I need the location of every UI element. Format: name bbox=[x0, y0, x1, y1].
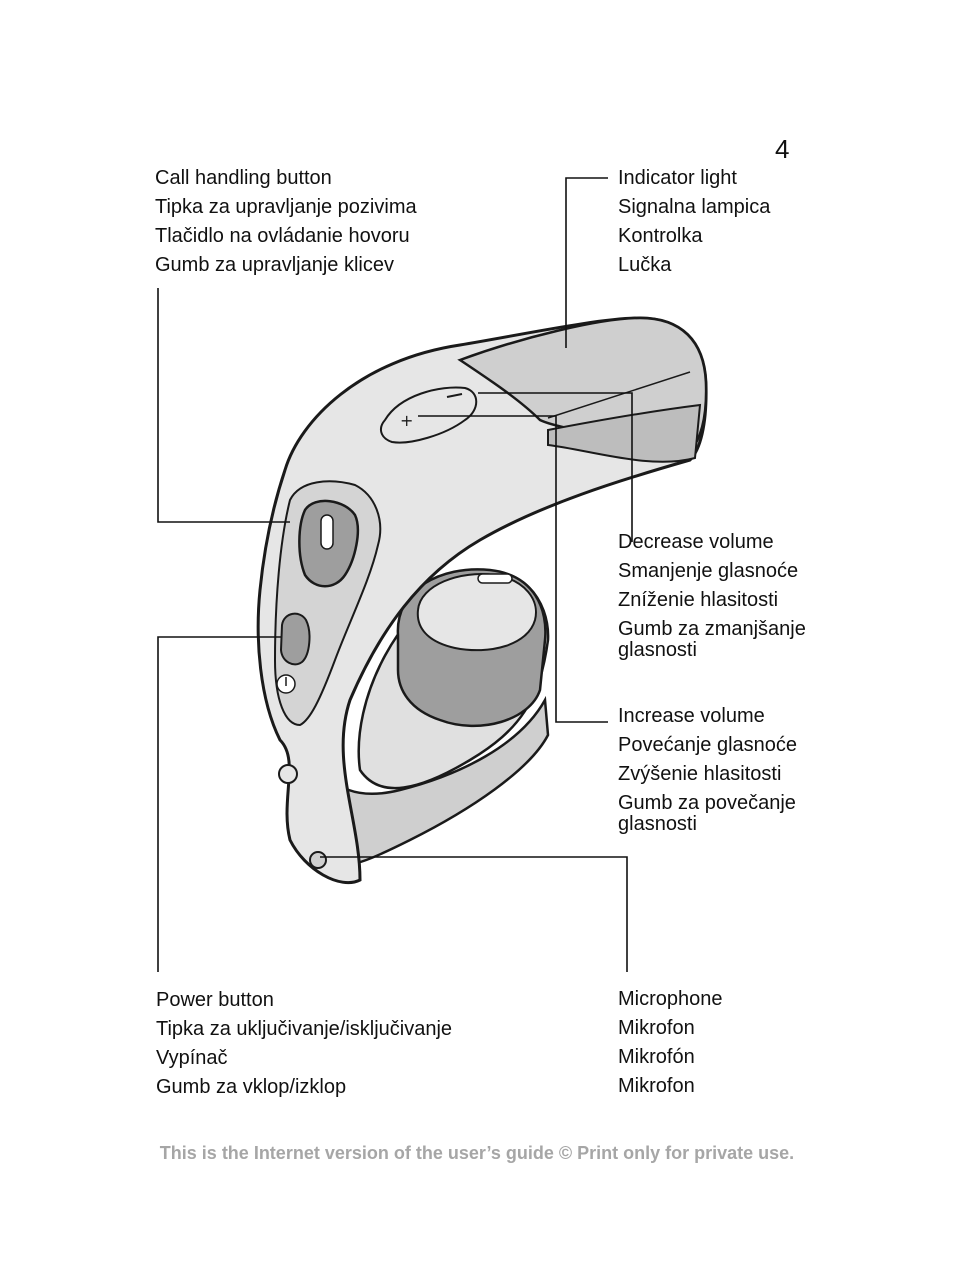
label-line: Signalna lampica bbox=[618, 196, 771, 218]
label-line: Gumb za upravljanje klicev bbox=[155, 254, 394, 276]
power-button bbox=[279, 612, 311, 666]
label-line: Kontrolka bbox=[618, 225, 703, 247]
label-line: Mikrofon bbox=[618, 1017, 695, 1039]
power-button-label: Power button Tipka za uključivanje/isklj… bbox=[156, 986, 452, 1102]
indicator-light-label: Indicator light Signalna lampica Kontrol… bbox=[618, 164, 770, 280]
increase-volume-label: Increase volume Povećanje glasnoće Zvýše… bbox=[618, 702, 833, 835]
label-line: Mikrofon bbox=[618, 1075, 695, 1097]
microphone-label: Microphone Mikrofon Mikrofón Mikrofon bbox=[618, 985, 723, 1101]
cap-lower-edge bbox=[547, 403, 702, 463]
svg-text:+: + bbox=[400, 411, 413, 430]
label-line: Power button bbox=[156, 989, 274, 1011]
label-line: Smanjenje glasnoće bbox=[618, 560, 799, 582]
main-body bbox=[256, 316, 708, 885]
label-line: Povećanje glasnoće bbox=[618, 734, 798, 756]
label-line: Lučka bbox=[618, 254, 672, 276]
label-line: Gumb za zmanjšanje glasnosti bbox=[618, 618, 806, 661]
call-handling-button-label: Call handling button Tipka za upravljanj… bbox=[155, 164, 417, 280]
label-line: Decrease volume bbox=[618, 531, 774, 553]
footer-notice: This is the Internet version of the user… bbox=[159, 1143, 795, 1163]
microphone-hole bbox=[309, 851, 327, 869]
earpiece-cap bbox=[416, 573, 537, 652]
earpiece-slot bbox=[477, 573, 513, 584]
label-line: Gumb za vklop/izklop bbox=[156, 1076, 347, 1098]
decrease-volume-label: Decrease volume Smanjenje glasnoće Zníže… bbox=[618, 528, 833, 661]
label-line: Zvýšenie hlasitosti bbox=[618, 763, 782, 785]
volume-rocker bbox=[379, 386, 478, 444]
label-line: Microphone bbox=[618, 988, 723, 1010]
label-line: Tlačidlo na ovládanie hovoru bbox=[155, 225, 410, 247]
page-number: 4 bbox=[775, 134, 790, 164]
label-line: Call handling button bbox=[155, 167, 332, 189]
label-line: Indicator light bbox=[618, 167, 737, 189]
label-line: Gumb za povečanje glasnosti bbox=[618, 792, 796, 835]
lower-arm bbox=[318, 695, 550, 868]
label-line: Tipka za uključivanje/isključivanje bbox=[156, 1018, 453, 1040]
label-line: Mikrofón bbox=[618, 1046, 695, 1068]
label-line: Tipka za upravljanje pozivima bbox=[155, 196, 417, 218]
label-line: Zníženie hlasitosti bbox=[618, 589, 779, 611]
leader-lines bbox=[157, 177, 633, 972]
label-line: Vypínač bbox=[156, 1047, 228, 1069]
label-line: Increase volume bbox=[618, 705, 765, 727]
